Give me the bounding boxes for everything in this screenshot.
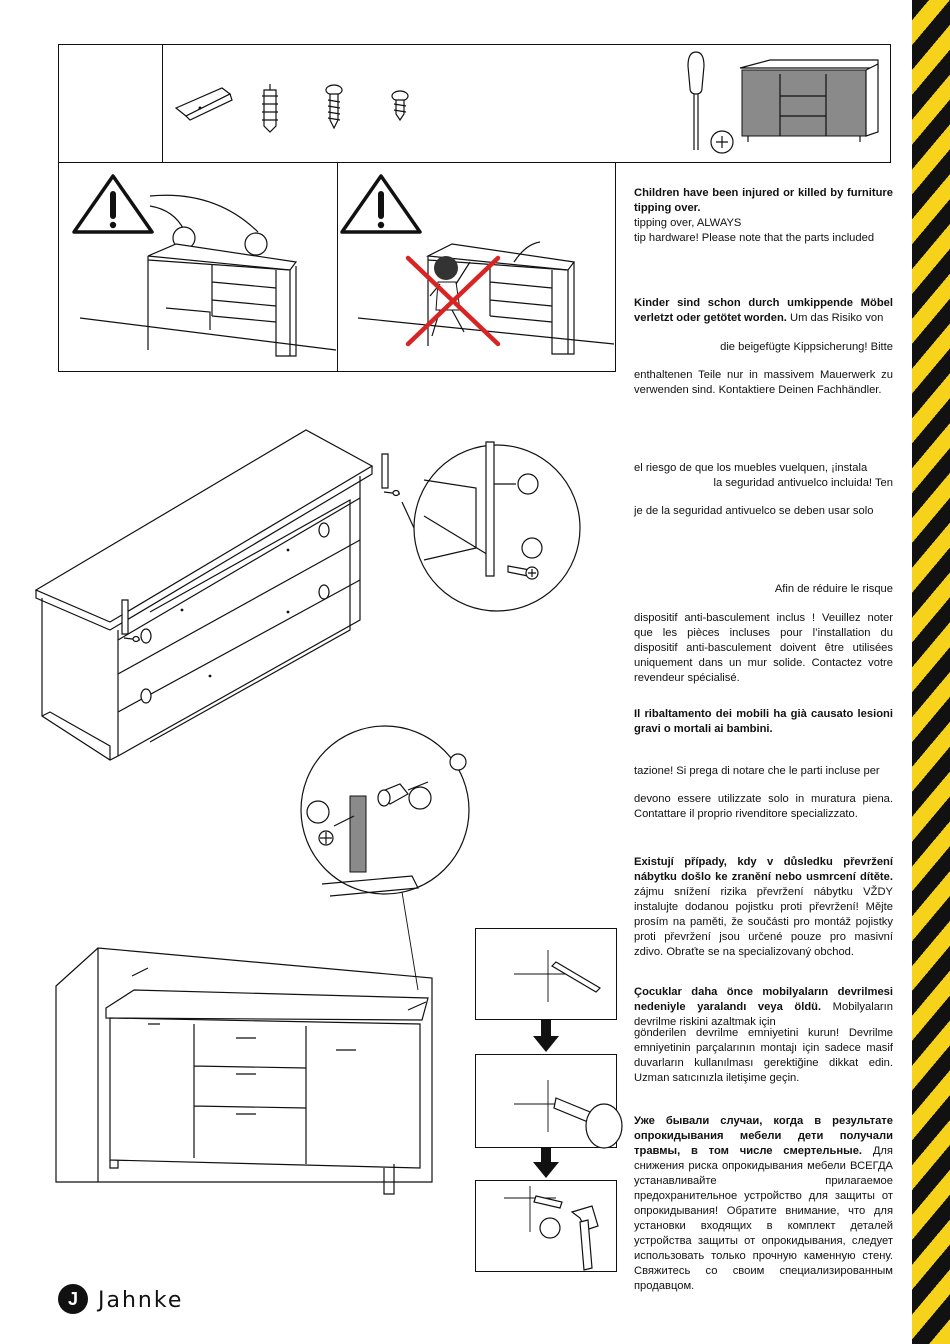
mounting-illustration-step2 <box>55 947 433 1195</box>
step-illustrations <box>504 950 623 1271</box>
warning-ru-bold: Уже бывали случаи, когда в результате оп… <box>634 1115 893 1157</box>
step-panel-3 <box>475 1180 617 1272</box>
warning-it-line: tazione! Si prega di notare che le parti… <box>634 765 880 777</box>
warning-triangle-icon <box>340 174 422 234</box>
sideboard-preview-icon <box>739 59 879 142</box>
warning-de-bold: Kinder sind schon durch umkippende Möbel… <box>634 297 893 324</box>
parts-illustration <box>174 51 879 154</box>
warning-en-line: tip hardware! Please note that the parts… <box>634 232 875 244</box>
warning-en: Children have been injured or killed by … <box>634 186 893 246</box>
warning-cs-bold: Existují případy, kdy v důsledku převrže… <box>634 856 893 883</box>
warning-fr-line: dispositif anti-basculement inclus ! Veu… <box>634 612 893 684</box>
brand-name: Jahnke <box>98 1288 184 1313</box>
screwdriver-icon <box>687 51 734 154</box>
mounting-detail-circle <box>300 725 470 991</box>
warning-en-line: tipping over, ALWAYS <box>634 217 742 229</box>
brand-logo: J <box>58 1284 88 1314</box>
warning-cs: Existují případy, kdy v důsledku převrže… <box>634 855 893 960</box>
step-panel-2 <box>475 1054 617 1148</box>
bracket-icon <box>174 87 233 121</box>
warning-es-line: je de la seguridad antivuelco se deben u… <box>634 505 874 517</box>
warning-es-line: el riesgo de que los muebles vuelquen, ¡… <box>634 462 868 474</box>
warning-ru: Уже бывали случаи, когда в результате оп… <box>634 1114 893 1294</box>
warning-it-bold: Il ribaltamento dei mobili ha già causat… <box>634 708 893 735</box>
warning-en-bold: Children have been injured or killed by … <box>634 187 893 214</box>
warning-de-line: enthaltenen Teile nur in massivem Mauerw… <box>634 369 893 396</box>
warning-tr-rest: Mobilyaların devrilme riskini azaltmak i… <box>634 1001 893 1028</box>
wall-plug-icon <box>262 84 278 133</box>
brand-logo-letter: J <box>67 1289 78 1309</box>
warning-ru-rest: Для снижения риска опрокидывания мебели … <box>634 1145 893 1292</box>
arrow-down-icon <box>533 1020 559 1052</box>
warning-panel-right <box>337 162 616 372</box>
warning-cs-rest: zájmu snížení rizika převržení nábytku V… <box>634 886 893 958</box>
mounting-illustration-step1 <box>34 429 581 761</box>
warning-de-rest: Um das Risiko von <box>786 312 884 324</box>
warning-illustrations <box>72 174 615 357</box>
warning-de-line: die beigefügte Kippsicherung! Bitte <box>720 341 893 353</box>
warning-tr-line: gönderilen devrilme emniyetini kurun! De… <box>634 1027 893 1084</box>
short-screw-icon <box>391 90 409 122</box>
warning-tr-bold: Çocuklar daha önce mobilyaların devrilme… <box>634 986 893 1013</box>
prohibited-cross-icon <box>405 255 501 347</box>
warning-de: Kinder sind schon durch umkippende Möbel… <box>634 296 893 326</box>
warning-fr-line: Afin de réduire le risque <box>774 583 893 595</box>
warning-triangle-icon <box>72 174 154 234</box>
parts-panel-divider <box>162 44 164 163</box>
hazard-stripe <box>912 0 950 1344</box>
warning-it-line: devono essere utilizzate solo in muratur… <box>634 793 893 820</box>
step-panel-1 <box>475 928 617 1020</box>
arrow-down-icon <box>533 1148 559 1178</box>
warning-tr: Çocuklar daha önce mobilyaların devrilme… <box>634 985 893 1030</box>
warning-es-line: la seguridad antivuelco incluida! Ten <box>713 477 893 489</box>
long-screw-icon <box>325 84 343 130</box>
